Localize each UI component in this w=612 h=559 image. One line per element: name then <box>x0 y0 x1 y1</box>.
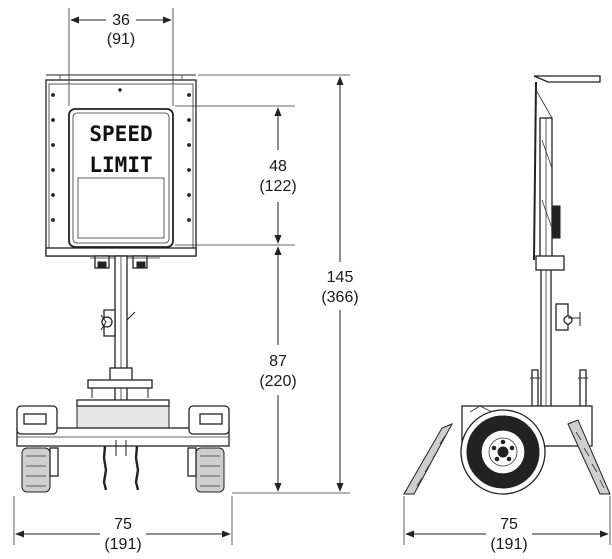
dim-front-width-value: 75 <box>114 516 132 533</box>
dim-total-height-metric: (366) <box>321 289 358 306</box>
dim-total-height-value: 145 <box>327 269 354 286</box>
trailer-chassis <box>16 405 230 493</box>
dim-sign-height-metric: (122) <box>259 178 296 195</box>
dim-side-width-metric: (191) <box>490 536 527 553</box>
sign-text-line1: SPEED <box>89 122 152 146</box>
mast-post <box>87 255 153 407</box>
sign-text-line2: LIMIT <box>89 153 152 177</box>
dim-post-height: 87 (220) <box>232 246 350 494</box>
dim-top-width-value: 36 <box>112 12 130 29</box>
dim-front-width-metric: (191) <box>104 536 141 553</box>
dim-front-width: 75 (191) <box>13 496 233 553</box>
dim-sign-height: 48 (122) <box>175 105 297 246</box>
dim-top-width: 36 (91) <box>68 8 174 106</box>
dim-post-height-metric: (220) <box>259 373 296 390</box>
side-view <box>403 75 611 495</box>
dim-side-width-value: 75 <box>500 516 518 533</box>
speed-limit-sign: SPEED LIMIT <box>68 108 174 248</box>
dim-post-height-value: 87 <box>269 353 287 370</box>
dim-top-width-metric: (91) <box>107 31 135 48</box>
sign-brackets <box>90 255 160 269</box>
front-view: SPEED LIMIT <box>16 74 230 493</box>
dim-total-height: 145 (366) <box>198 74 359 492</box>
dim-side-width: 75 (191) <box>403 496 611 553</box>
dim-sign-height-value: 48 <box>269 158 287 175</box>
